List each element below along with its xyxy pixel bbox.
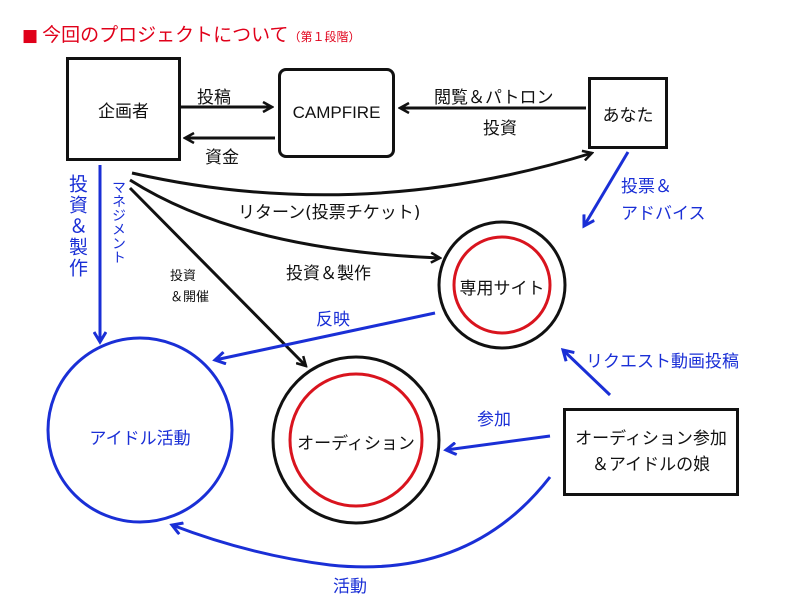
edge-label-vote-advice-2: アドバイス [621,204,706,224]
planner-box: 企画者 [66,57,181,161]
arrow-invest-produce [129,178,440,258]
edge-label-invest-you: 投資 [483,119,517,139]
campfire-box: CAMPFIRE [278,68,395,158]
title-bullet: ■ [22,26,39,46]
arrow-request-video [563,350,612,397]
edge-label-invest-produce: 投資＆製作 [286,264,371,284]
arrow-reflect [215,311,436,360]
participant-label-line1: オーディション参加 [575,429,727,449]
edge-label-invest-produce-vertical: 投資＆製作 [66,174,88,279]
arrow-return-ticket [131,153,592,197]
audition-outer-ring [271,355,441,525]
edge-label-funds: 資金 [205,148,239,168]
edge-label-vote-advice-1: 投票＆ [621,177,672,197]
edge-label-invest-host-1: 投資 [170,269,197,284]
edge-label-view-patron: 閲覧＆パトロン [434,88,554,108]
site-label: 専用サイト [459,279,545,299]
edge-label-participate: 参加 [477,410,511,430]
edge-label-invest-host-2: ＆開催 [170,290,210,305]
edge-label-activity: 活動 [333,577,367,597]
idol-activity-label: アイドル活動 [89,429,191,449]
edge-label-request-video: リクエスト動画投稿 [586,352,739,372]
arrow-invest-host [128,186,306,366]
participant-label-line2: ＆アイドルの娘 [591,455,711,475]
arrow-activity [172,476,552,569]
page-title: ■今回のプロジェクトについて（第１段階） [22,20,361,47]
audition-label: オーディション [297,434,415,454]
edge-label-post: 投稿 [197,88,231,108]
participant-box: オーディション参加 ＆アイドルの娘 [563,408,739,496]
site-outer-ring [437,220,567,350]
site-inner-ring [452,235,552,335]
title-sub: （第１段階） [288,30,361,44]
you-label: あなた [602,105,654,126]
arrow-vote-advice [584,151,630,226]
arrow-participate [446,434,551,450]
audition-inner-ring [288,372,424,508]
campfire-label: CAMPFIRE [292,103,381,122]
edge-label-management: マネジメント [110,180,126,264]
you-box: あなた [588,77,668,149]
planner-label: 企画者 [98,101,149,122]
edge-label-return-ticket: リターン(投票チケット) [238,203,421,223]
idol-activity-circle [46,336,234,524]
title-main: 今回のプロジェクトについて [42,24,289,46]
edge-label-reflect: 反映 [316,310,350,330]
